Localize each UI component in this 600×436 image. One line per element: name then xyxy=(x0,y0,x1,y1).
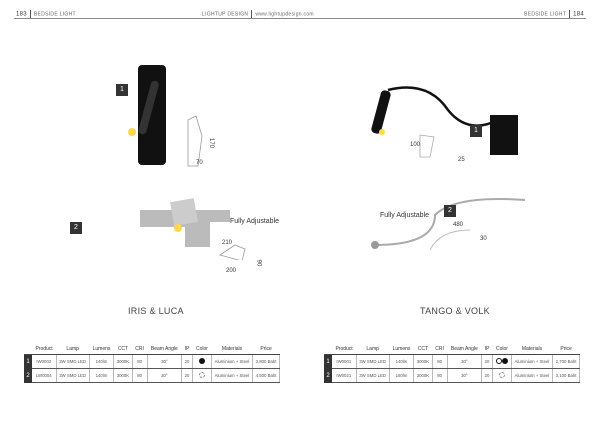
col-header: Price xyxy=(552,344,580,355)
cell: 80 xyxy=(132,368,148,383)
dim-b: 200 xyxy=(226,268,237,274)
cell: Aluminium + Steel xyxy=(211,354,254,369)
cell: 30° xyxy=(147,368,182,383)
cell: LW0004 xyxy=(32,368,57,383)
cell: 80 xyxy=(432,354,448,369)
dim-width: 70 xyxy=(196,160,203,166)
cell: 140lm xyxy=(89,368,115,383)
cell: 3000K xyxy=(113,368,133,383)
col-header: Materials xyxy=(211,344,253,355)
dim-c: 480 xyxy=(453,222,464,228)
color-swatch-chrome xyxy=(492,368,512,383)
cell: 140lm xyxy=(89,354,115,369)
col-header: CCT xyxy=(113,344,133,355)
product-badge-1: 1 xyxy=(116,84,128,96)
cell: 3W SMD LED xyxy=(356,368,390,383)
cell: 3W SMD LED xyxy=(356,354,390,369)
cell: 30° xyxy=(447,368,482,383)
row-number: 2 xyxy=(324,368,332,383)
color-swatch-black xyxy=(192,354,212,369)
col-header: Beam Angle xyxy=(147,344,182,355)
cell: 3,100 Baht xyxy=(552,368,580,383)
product-badge-2: 2 xyxy=(444,205,456,217)
color-swatch-white-black xyxy=(492,354,512,369)
cell: 4,500 Baht xyxy=(252,368,280,383)
row-number: 1 xyxy=(24,354,32,369)
dim-a: 210 xyxy=(222,240,233,246)
cell: 3W SMD LED xyxy=(56,354,90,369)
fully-adjustable-label: Fully Adjustable xyxy=(380,212,430,219)
col-header: CCT xyxy=(413,344,433,355)
row-number: 2 xyxy=(24,368,32,383)
cell: 3000K xyxy=(413,354,433,369)
website-link[interactable]: www.lightupdesign.com xyxy=(255,11,314,18)
cell: Aluminium + Steel xyxy=(211,368,254,383)
col-header: Materials xyxy=(511,344,553,355)
cell: 2,700 Baht xyxy=(552,354,580,369)
col-header: IP xyxy=(181,344,193,355)
cell: 3000K xyxy=(113,354,133,369)
cell: 3,800 Baht xyxy=(252,354,280,369)
col-header: Lumens xyxy=(89,344,114,355)
col-header: Color xyxy=(192,344,212,355)
cell: 80 xyxy=(132,354,148,369)
dim-height: 170 xyxy=(208,137,215,149)
color-swatch-chrome xyxy=(192,368,212,383)
cell: IW0001 xyxy=(332,354,357,369)
product-badge-1: 1 xyxy=(470,125,482,137)
cell: Aluminium + Steel xyxy=(511,368,554,383)
dim-d: 30 xyxy=(480,236,487,242)
col-header: Price xyxy=(252,344,280,355)
dim-c: 90 xyxy=(255,259,262,267)
col-header: CRI xyxy=(432,344,448,355)
dim-a: 100 xyxy=(410,142,421,148)
cell: 3000K xyxy=(413,368,433,383)
col-header: CRI xyxy=(132,344,148,355)
col-header: Product xyxy=(32,344,57,355)
cell: 20 xyxy=(481,368,494,383)
col-header: IP xyxy=(481,344,493,355)
cell: 20 xyxy=(481,354,494,369)
cell: IW0002 xyxy=(32,354,57,369)
cell: 80 xyxy=(432,368,448,383)
cell: 20 xyxy=(181,354,194,369)
iris-lamp-image xyxy=(128,65,246,260)
cell: 30° xyxy=(147,354,182,369)
header-divider xyxy=(14,18,586,19)
fully-adjustable-label: Fully Adjustable xyxy=(230,218,280,225)
col-header: Lamp xyxy=(356,344,390,355)
cell: 3W SMD LED xyxy=(56,368,90,383)
cell: 160lm xyxy=(389,368,415,383)
right-product-title: TANGO & VOLK xyxy=(420,306,490,316)
left-product-title: IRIS & LUCA xyxy=(128,306,184,316)
row-number: 1 xyxy=(324,354,332,369)
dim-b: 25 xyxy=(458,157,465,163)
tango-lamp-image xyxy=(371,86,526,251)
cell: 20 xyxy=(181,368,194,383)
col-header: Lamp xyxy=(56,344,90,355)
col-header: Lumens xyxy=(389,344,414,355)
col-header: Color xyxy=(492,344,512,355)
cell: Aluminium + Steel xyxy=(511,354,554,369)
cell: 140lm xyxy=(389,354,415,369)
cell: IW0021 xyxy=(332,368,357,383)
col-header: Product xyxy=(332,344,357,355)
col-header: Beam Angle xyxy=(447,344,482,355)
cell: 30° xyxy=(447,354,482,369)
product-badge-2: 2 xyxy=(70,222,82,234)
